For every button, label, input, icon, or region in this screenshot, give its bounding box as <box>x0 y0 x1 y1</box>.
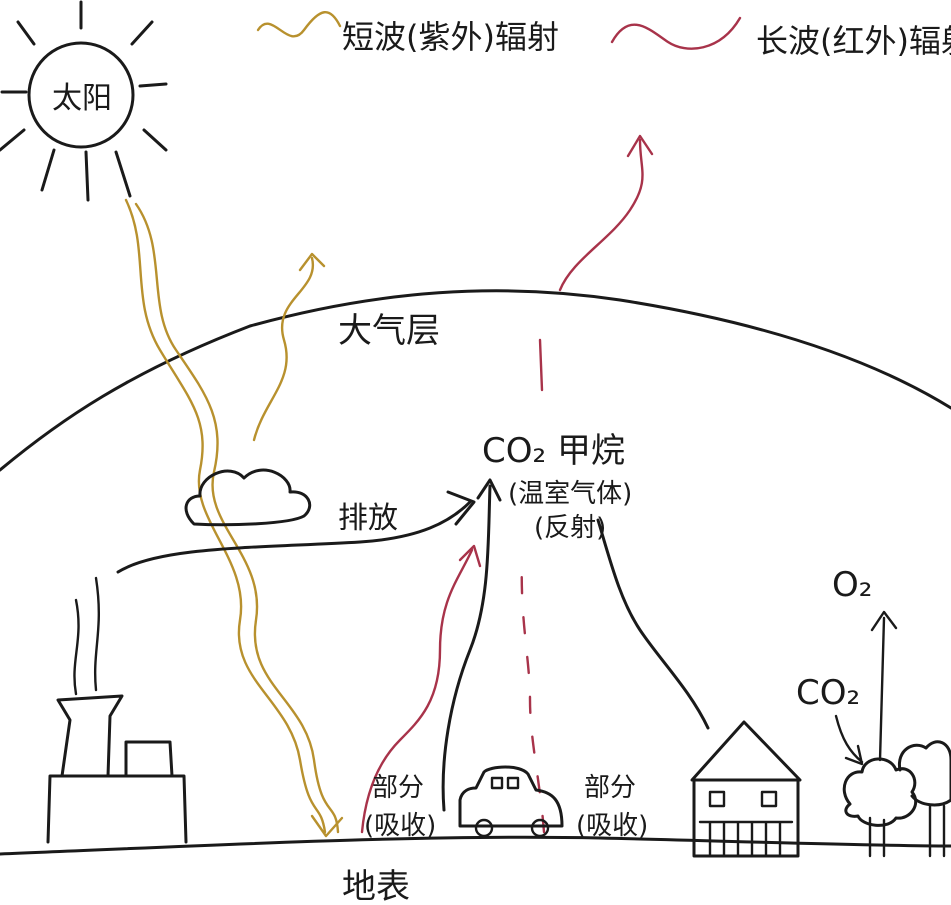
tree-crown <box>897 740 951 807</box>
sun-rays <box>0 0 168 202</box>
emission-arrowhead <box>446 490 476 526</box>
shortwave-reflected-arrowhead <box>298 252 326 272</box>
gases-label-line3: (反射) <box>534 513 606 543</box>
tree-trunks <box>868 804 946 858</box>
absorb-right-label-1: 部分 <box>584 773 636 803</box>
co2-to-tree-arrowhead <box>844 744 864 766</box>
car-wheel <box>474 818 494 838</box>
house <box>596 518 802 858</box>
car-window <box>490 776 504 790</box>
shortwave-rays <box>124 198 344 838</box>
car <box>441 478 564 838</box>
house-fence <box>698 820 794 858</box>
cloud <box>184 468 312 527</box>
longwave-ray-atmosphere <box>538 338 544 392</box>
tree-crown <box>842 757 918 827</box>
car-wheel <box>530 818 550 838</box>
car-emission-arrowhead <box>476 478 502 502</box>
factory-chimney <box>56 694 124 778</box>
sun-disc <box>27 41 135 149</box>
legend-shortwave-label: 短波(紫外)辐射 <box>342 18 559 56</box>
o2-label: O₂ <box>832 565 872 605</box>
absorb-left-label-1: 部分 <box>372 773 424 803</box>
atmosphere-dome <box>0 289 951 472</box>
tree-to-o2-arrow <box>878 616 886 762</box>
gases-label-line1: CO₂ 甲烷 <box>482 431 625 471</box>
ground-label: 地表 <box>342 867 410 905</box>
shortwave-arrowhead <box>310 814 344 838</box>
legend-shortwave-wave <box>256 11 342 38</box>
factory-smoke <box>73 598 80 696</box>
longwave-ray-left <box>360 548 474 834</box>
car-window <box>506 776 520 790</box>
factory-tank <box>124 740 174 778</box>
factory-smoke <box>93 576 101 692</box>
factory: 排放 <box>46 490 476 844</box>
emission-label: 排放 <box>338 501 398 536</box>
trees: CO₂ O₂ <box>796 565 951 858</box>
longwave-ray-left-arrowhead <box>458 544 482 568</box>
house-walls <box>692 778 800 858</box>
car-emission <box>441 484 492 812</box>
legend: 短波(紫外)辐射 长波(红外)辐射 <box>256 11 951 60</box>
longwave-ray-center <box>520 558 546 834</box>
sun: 太阳 <box>0 0 168 202</box>
car-body <box>458 765 564 828</box>
co2-tree-label: CO₂ <box>796 673 860 713</box>
house-window <box>760 790 778 808</box>
tree-to-o2-arrowhead <box>870 610 898 632</box>
sun-label: 太阳 <box>52 81 112 116</box>
house-window <box>708 790 726 808</box>
absorb-left-label-2: (吸收) <box>364 811 436 841</box>
absorb-right-label-2: (吸收) <box>576 811 648 841</box>
house-roof <box>690 720 802 782</box>
longwave-ray-escape-arrowhead <box>626 134 654 158</box>
legend-longwave-label: 长波(红外)辐射 <box>756 22 951 60</box>
longwave-ray-escape <box>558 138 644 292</box>
ground-line <box>0 835 951 856</box>
greenhouse-gases: CO₂ 甲烷 (温室气体) (反射) <box>482 431 632 543</box>
emission-curve <box>116 500 472 574</box>
shortwave-reflected-ray <box>252 256 315 442</box>
legend-longwave-wave <box>610 16 742 50</box>
house-emission <box>596 518 710 730</box>
atmosphere-label: 大气层 <box>338 311 440 351</box>
longwave-rays <box>360 134 654 834</box>
factory-building <box>46 774 188 844</box>
co2-to-tree-arrow <box>834 714 864 764</box>
shortwave-ray <box>134 202 340 834</box>
gases-label-line2: (温室气体) <box>508 479 632 509</box>
shortwave-ray <box>124 198 327 834</box>
